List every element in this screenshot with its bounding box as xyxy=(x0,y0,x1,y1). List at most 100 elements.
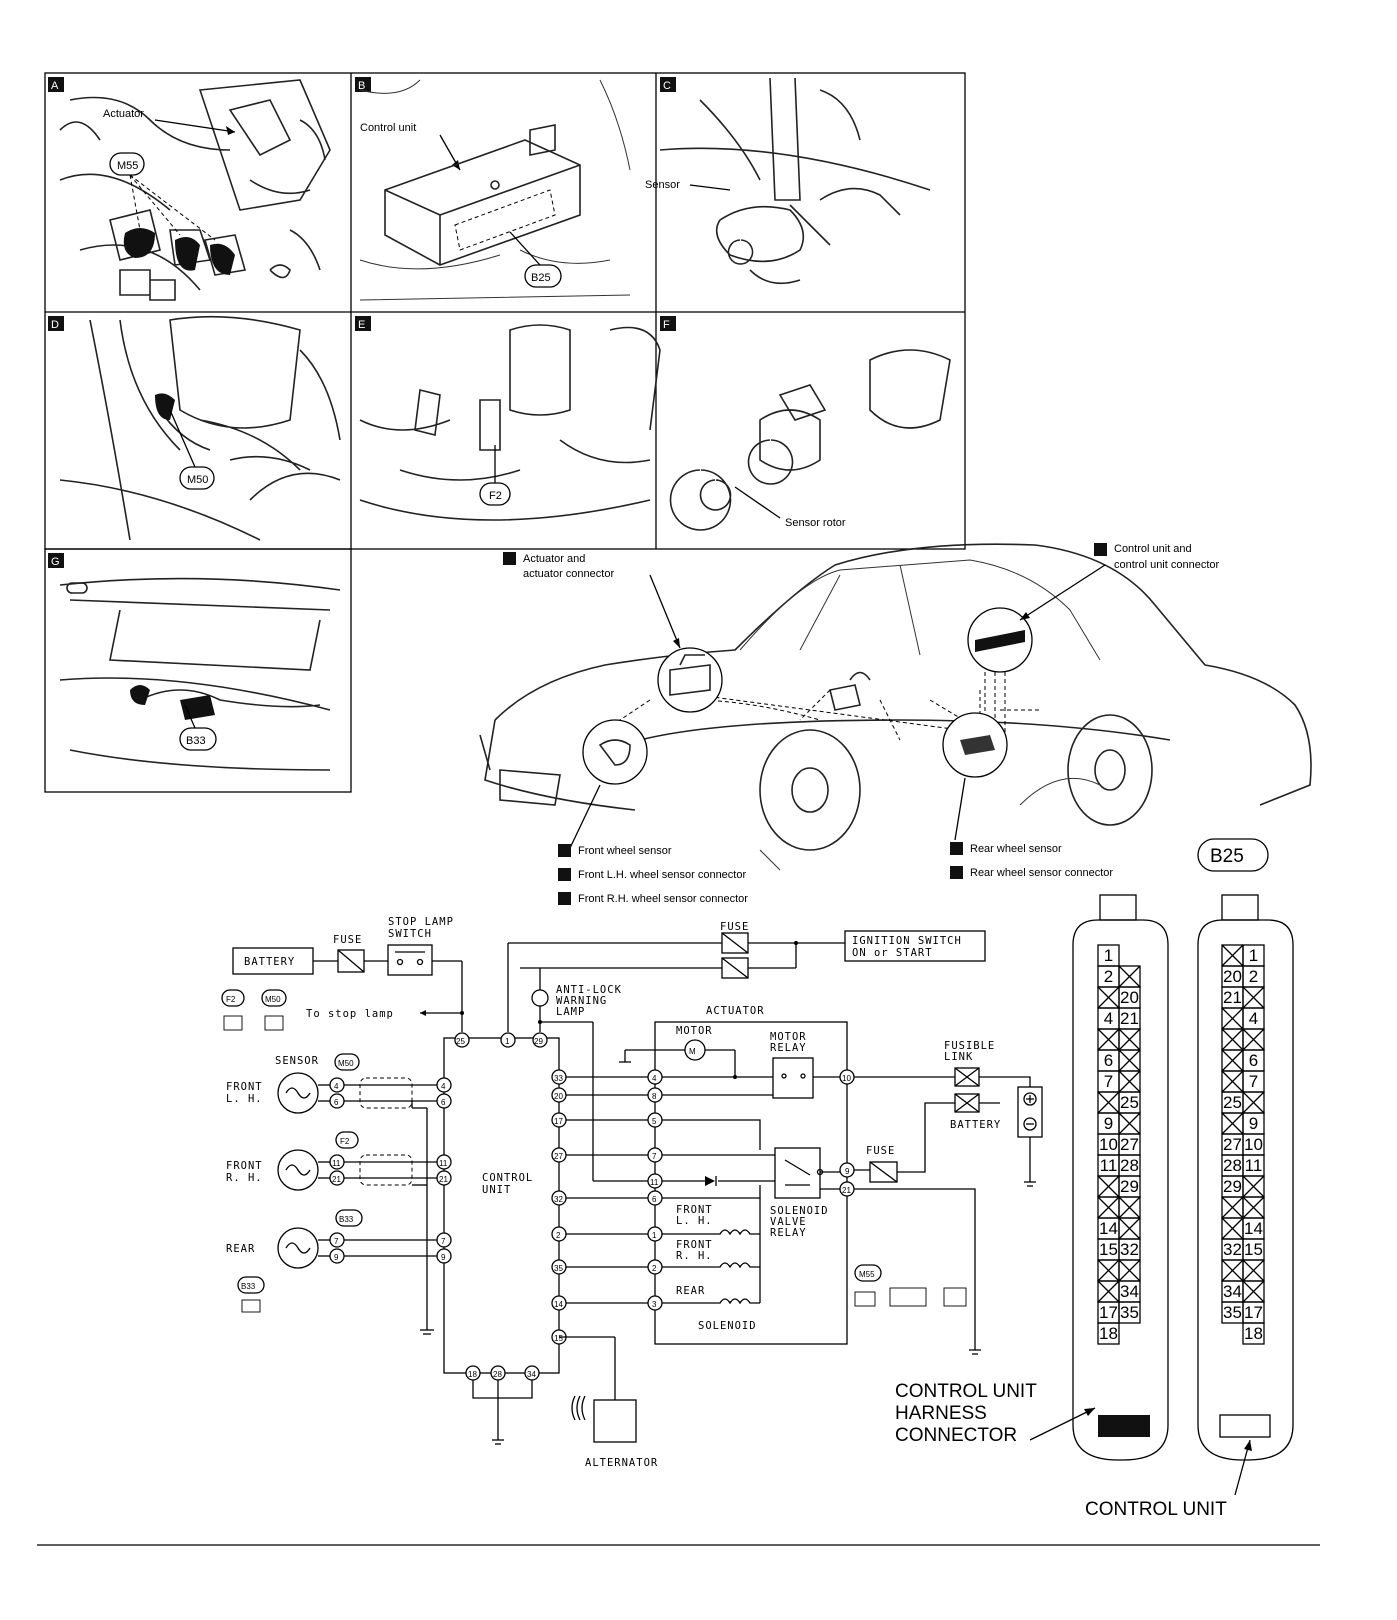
rear-sensor-label: REAR xyxy=(226,1243,255,1255)
pin-cell-cross xyxy=(1221,1217,1244,1240)
sol-front-rh-line1: FRONT xyxy=(676,1239,713,1251)
pin-cell-cross xyxy=(1118,1028,1141,1051)
solenoid-label: SOLENOID xyxy=(698,1320,757,1332)
fusible-link-line1: FUSIBLE xyxy=(944,1040,995,1052)
panel-a: A Actuator M55 xyxy=(48,77,331,301)
pin-cell-cross xyxy=(1221,1070,1244,1093)
panel-b-control-unit-label: Control unit xyxy=(360,122,416,134)
pin-cell-cross xyxy=(1118,1112,1141,1135)
pin-cell-cross xyxy=(1097,1091,1120,1114)
pin-cell-cross xyxy=(1118,1259,1141,1282)
control-unit-connector-body xyxy=(1197,919,1294,1461)
pin-cell-cross xyxy=(1118,1217,1141,1240)
panel-a-connector-m55: M55 xyxy=(117,160,138,172)
cu-pin: 17 xyxy=(554,1117,563,1126)
pin-number: 29 xyxy=(1223,1177,1242,1196)
pin-number: 20 xyxy=(1120,988,1139,1007)
callout-a-line2: actuator connector xyxy=(523,568,614,580)
motor-label: MOTOR xyxy=(676,1025,713,1037)
act-pin: 11 xyxy=(650,1178,659,1187)
pin-number: 6 xyxy=(1104,1051,1113,1070)
pin-number: 10 xyxy=(1099,1135,1118,1154)
pin-cell-cross xyxy=(1242,986,1265,1009)
pin-number: 1 xyxy=(1104,946,1113,965)
panel-b-letter: B xyxy=(358,80,365,92)
pin-number: 25 xyxy=(1223,1093,1242,1112)
battery2-label: BATTERY xyxy=(950,1119,1001,1131)
pin-cell-cross xyxy=(1118,1070,1141,1093)
conn-m55-badge: M55 xyxy=(859,1270,875,1279)
anti-lock-line2: WARNING xyxy=(556,995,607,1007)
cu-pin: 25 xyxy=(456,1037,465,1046)
cu-pins-top: 25 1 29 xyxy=(454,1032,548,1048)
act-pin: 8 xyxy=(652,1092,657,1101)
pin-number: 17 xyxy=(1244,1303,1263,1322)
pin-number: 7 xyxy=(1249,1072,1258,1091)
pin-number: 17 xyxy=(1099,1303,1118,1322)
pin-number: 34 xyxy=(1223,1282,1242,1301)
cu-pin: 1 xyxy=(505,1037,510,1046)
battery-label: BATTERY xyxy=(244,956,295,968)
harness-label-line2: HARNESS xyxy=(895,1403,987,1424)
front-lh-line2: L. H. xyxy=(226,1093,263,1105)
pin-number: 10 xyxy=(1244,1135,1263,1154)
pin-cell xyxy=(1242,1322,1265,1345)
pin-cell-cross xyxy=(1242,1196,1265,1219)
callout-c: Front wheel sensor xyxy=(578,845,672,857)
pin-cell-cross xyxy=(1118,1049,1141,1072)
cu-pin: 4 xyxy=(441,1082,446,1091)
pin-cell-cross xyxy=(1097,986,1120,1009)
pin-number: 28 xyxy=(1120,1156,1139,1175)
pin-number: 29 xyxy=(1120,1177,1139,1196)
pin-number: 11 xyxy=(1100,1156,1118,1175)
pin-number: 18 xyxy=(1244,1324,1263,1343)
cu-pin: 29 xyxy=(534,1037,543,1046)
wiring-diagram: BATTERY FUSE STOP LAMP SWITCH To stop la… xyxy=(221,916,1043,1469)
car-illustration xyxy=(479,543,1312,871)
harness-connector-body xyxy=(1072,919,1169,1461)
conn-m50-badge: M50 xyxy=(265,995,281,1004)
act-pin: 7 xyxy=(652,1152,657,1161)
pin-number: 7 xyxy=(1104,1072,1113,1091)
panel-g-connector-b33: B33 xyxy=(186,735,206,747)
callout-f: Rear wheel sensor xyxy=(970,843,1062,855)
pin-number: 2 xyxy=(1104,967,1113,986)
panel-e-connector-f2: F2 xyxy=(489,490,502,502)
b25-badge: B25 xyxy=(1210,846,1244,867)
panel-c: C Sensor xyxy=(645,77,931,285)
svr-line3: RELAY xyxy=(770,1227,807,1239)
cu-pin: 14 xyxy=(554,1300,563,1309)
pin-cell-cross xyxy=(1118,965,1141,988)
pin-number: 25 xyxy=(1120,1093,1139,1112)
pin-number: 27 xyxy=(1223,1135,1242,1154)
pin-number: 35 xyxy=(1120,1303,1139,1322)
cu-pin: 28 xyxy=(493,1370,502,1379)
ignition-line1: IGNITION SWITCH xyxy=(852,935,962,947)
cu-pin: 6 xyxy=(441,1098,446,1107)
sol-front-lh-line1: FRONT xyxy=(676,1204,713,1216)
pin-cell-cross xyxy=(1097,1259,1120,1282)
svr-line2: VALVE xyxy=(770,1216,807,1228)
panel-g: G B33 xyxy=(48,553,341,771)
pin-number: 28 xyxy=(1223,1156,1242,1175)
panel-f: F Sensor rotor xyxy=(660,316,951,531)
act-pin: 3 xyxy=(652,1300,657,1309)
motor-relay-symbol xyxy=(772,1057,814,1099)
stop-lamp-switch-line2: SWITCH xyxy=(388,928,432,940)
panel-g-letter: G xyxy=(51,556,60,568)
callout-b-line2: control unit connector xyxy=(1114,559,1220,571)
act-pin: 9 xyxy=(845,1167,850,1176)
panel-d-letter: D xyxy=(51,319,59,331)
pin-cell-cross xyxy=(1221,944,1244,967)
callout-e: Front R.H. wheel sensor connector xyxy=(578,893,748,905)
cu-pin: 2 xyxy=(556,1231,561,1240)
control-unit-box xyxy=(443,1037,560,1374)
panel-f-letter: F xyxy=(663,319,670,331)
panel-a-actuator-label: Actuator xyxy=(103,108,144,120)
cu-pin: 15 xyxy=(554,1334,563,1343)
cu-pin: 32 xyxy=(554,1195,563,1204)
pin-cell-cross xyxy=(1242,1259,1265,1282)
pin-number: 9 xyxy=(1249,1114,1258,1133)
harness-label-line3: CONNECTOR xyxy=(895,1425,1017,1446)
